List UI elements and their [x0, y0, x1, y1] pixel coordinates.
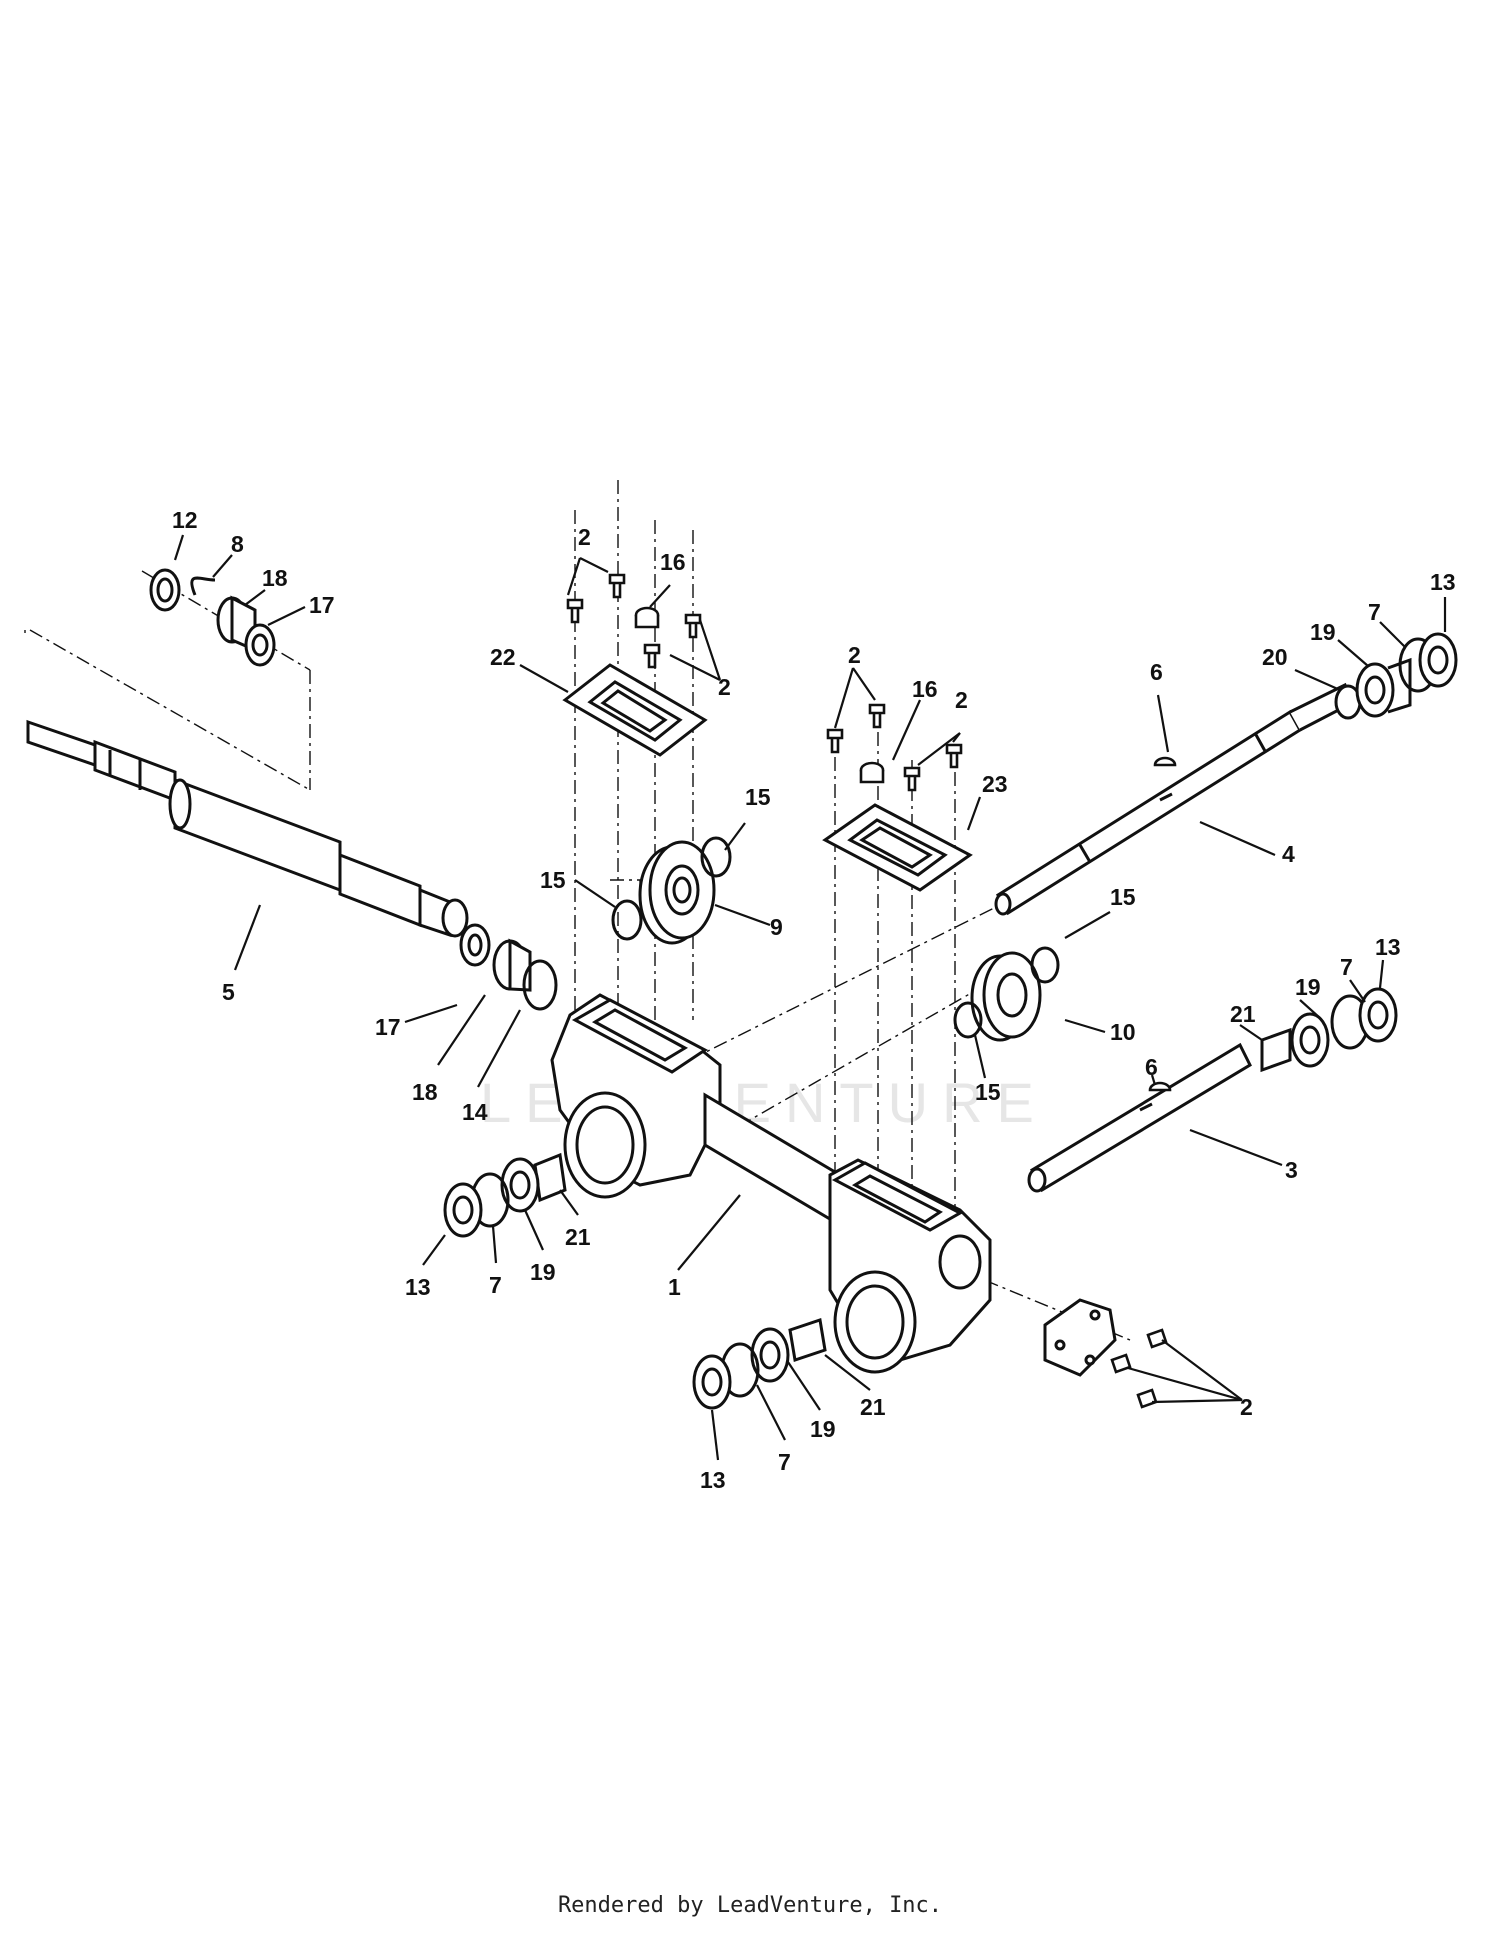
callout-17: 17	[309, 592, 335, 618]
shaft-3	[1027, 1042, 1252, 1193]
callout-2: 2	[955, 687, 968, 713]
leader-lines	[173, 534, 1447, 1461]
callout-6: 6	[1145, 1054, 1158, 1080]
callout-13: 13	[405, 1274, 431, 1300]
callout-21: 21	[565, 1224, 591, 1250]
callout-21: 21	[860, 1394, 886, 1420]
callout-2: 2	[848, 642, 861, 668]
callout-5: 5	[222, 979, 235, 1005]
callout-12: 12	[172, 507, 198, 533]
callout-2: 2	[578, 524, 591, 550]
callout-13: 13	[700, 1467, 726, 1493]
bearing-stack-mid-right	[1260, 987, 1398, 1073]
callout-16: 16	[912, 676, 938, 702]
callout-19: 19	[530, 1259, 556, 1285]
input-shaft	[26, 719, 469, 938]
callout-1: 1	[668, 1274, 681, 1300]
callout-7: 7	[1340, 954, 1353, 980]
callout-21: 21	[1230, 1001, 1256, 1027]
callout-13: 13	[1430, 569, 1456, 595]
callout-19: 19	[1295, 974, 1321, 1000]
callout-18: 18	[262, 565, 288, 591]
bearing-stack-lower-left	[443, 1152, 567, 1238]
callout-23: 23	[982, 771, 1008, 797]
callout-15: 15	[540, 867, 566, 893]
footer-credit: Rendered by LeadVenture, Inc.	[557, 1893, 943, 1918]
bearing-stack-lower-mid	[692, 1318, 827, 1410]
callout-7: 7	[489, 1272, 502, 1298]
callout-15: 15	[745, 784, 771, 810]
callout-labels: 12 8 18 17 5 17 18 14 2 16 2 22 15 15 9 …	[172, 507, 1456, 1493]
bearing-stack-upper-right	[1334, 632, 1458, 720]
callout-18: 18	[412, 1079, 438, 1105]
callout-19: 19	[810, 1416, 836, 1442]
callout-2: 2	[1240, 1394, 1253, 1420]
callout-19: 19	[1310, 619, 1336, 645]
gearbox-housing	[550, 993, 992, 1374]
callout-13: 13	[1375, 934, 1401, 960]
keys-6	[1148, 756, 1177, 1092]
callout-15: 15	[1110, 884, 1136, 910]
callout-14: 14	[462, 1099, 488, 1125]
callout-2: 2	[718, 674, 731, 700]
callout-3: 3	[1285, 1157, 1298, 1183]
end-cover-plate	[1043, 1298, 1117, 1377]
plugs	[634, 606, 885, 784]
callout-4: 4	[1282, 841, 1295, 867]
callout-22: 22	[490, 644, 516, 670]
callout-20: 20	[1262, 644, 1288, 670]
gear-9	[611, 836, 732, 945]
bearing-set-mid-left	[459, 923, 558, 1011]
gear-10	[953, 946, 1060, 1042]
callout-9: 9	[770, 914, 783, 940]
bearing-kit-upper-left	[149, 568, 276, 667]
callout-8: 8	[231, 531, 244, 557]
gasket-23	[822, 803, 973, 892]
gasket-22	[562, 663, 708, 757]
shaft-4	[994, 682, 1354, 916]
callout-6: 6	[1150, 659, 1163, 685]
callout-7: 7	[1368, 599, 1381, 625]
callout-7: 7	[778, 1449, 791, 1475]
callout-16: 16	[660, 549, 686, 575]
callout-15: 15	[975, 1079, 1001, 1105]
callout-10: 10	[1110, 1019, 1136, 1045]
callout-17: 17	[375, 1014, 401, 1040]
